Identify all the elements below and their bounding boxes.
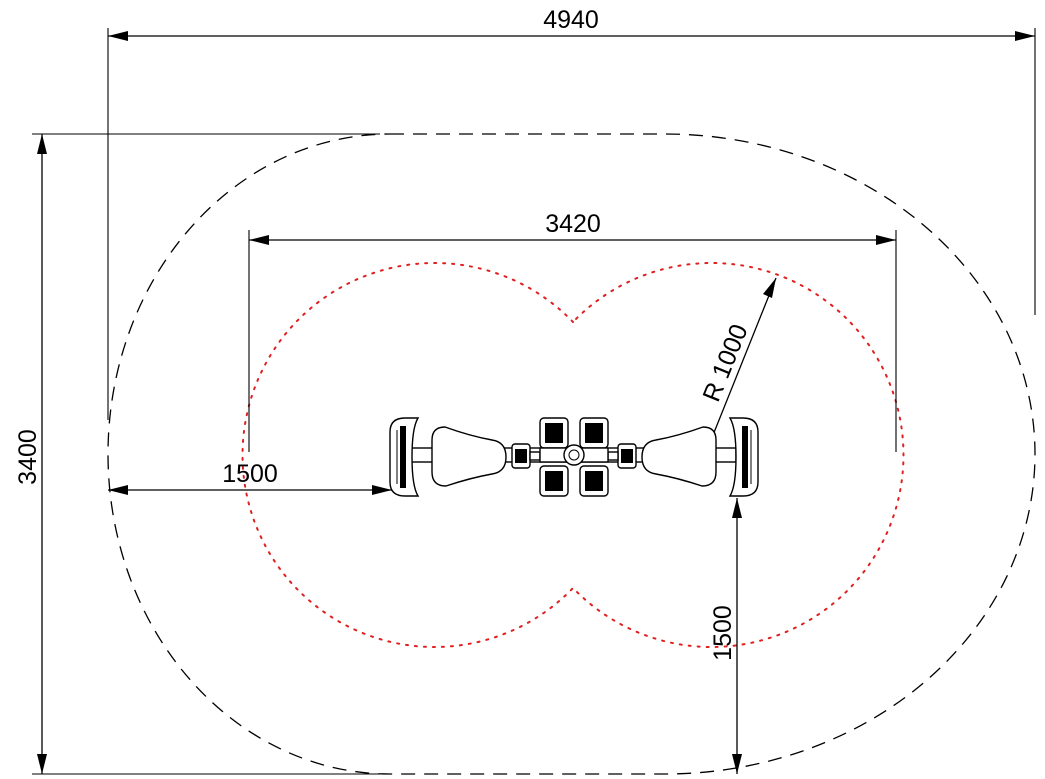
dimension-fall-zone-width: 3420 <box>248 210 897 452</box>
center-pivot <box>563 444 585 466</box>
dimension-bottom-offset: 1500 <box>709 498 742 774</box>
right-seat <box>641 426 717 487</box>
equipment-top-view <box>389 417 759 497</box>
left-seat <box>431 426 507 487</box>
safety-area-outline <box>107 133 1036 775</box>
dimension-overall-height-label: 3400 <box>14 429 42 485</box>
dimension-left-offset-label: 1500 <box>222 460 278 488</box>
dimension-bottom-offset-label: 1500 <box>709 605 737 661</box>
dimension-left-offset: 1500 <box>108 460 392 495</box>
dimension-overall-width: 4940 <box>107 6 1036 420</box>
dimension-overall-width-label: 4940 <box>543 6 599 34</box>
dimension-overall-height: 3400 <box>14 133 380 775</box>
dimension-radius-label: R 1000 <box>698 320 754 405</box>
dimension-fall-zone-width-label: 3420 <box>545 210 601 238</box>
